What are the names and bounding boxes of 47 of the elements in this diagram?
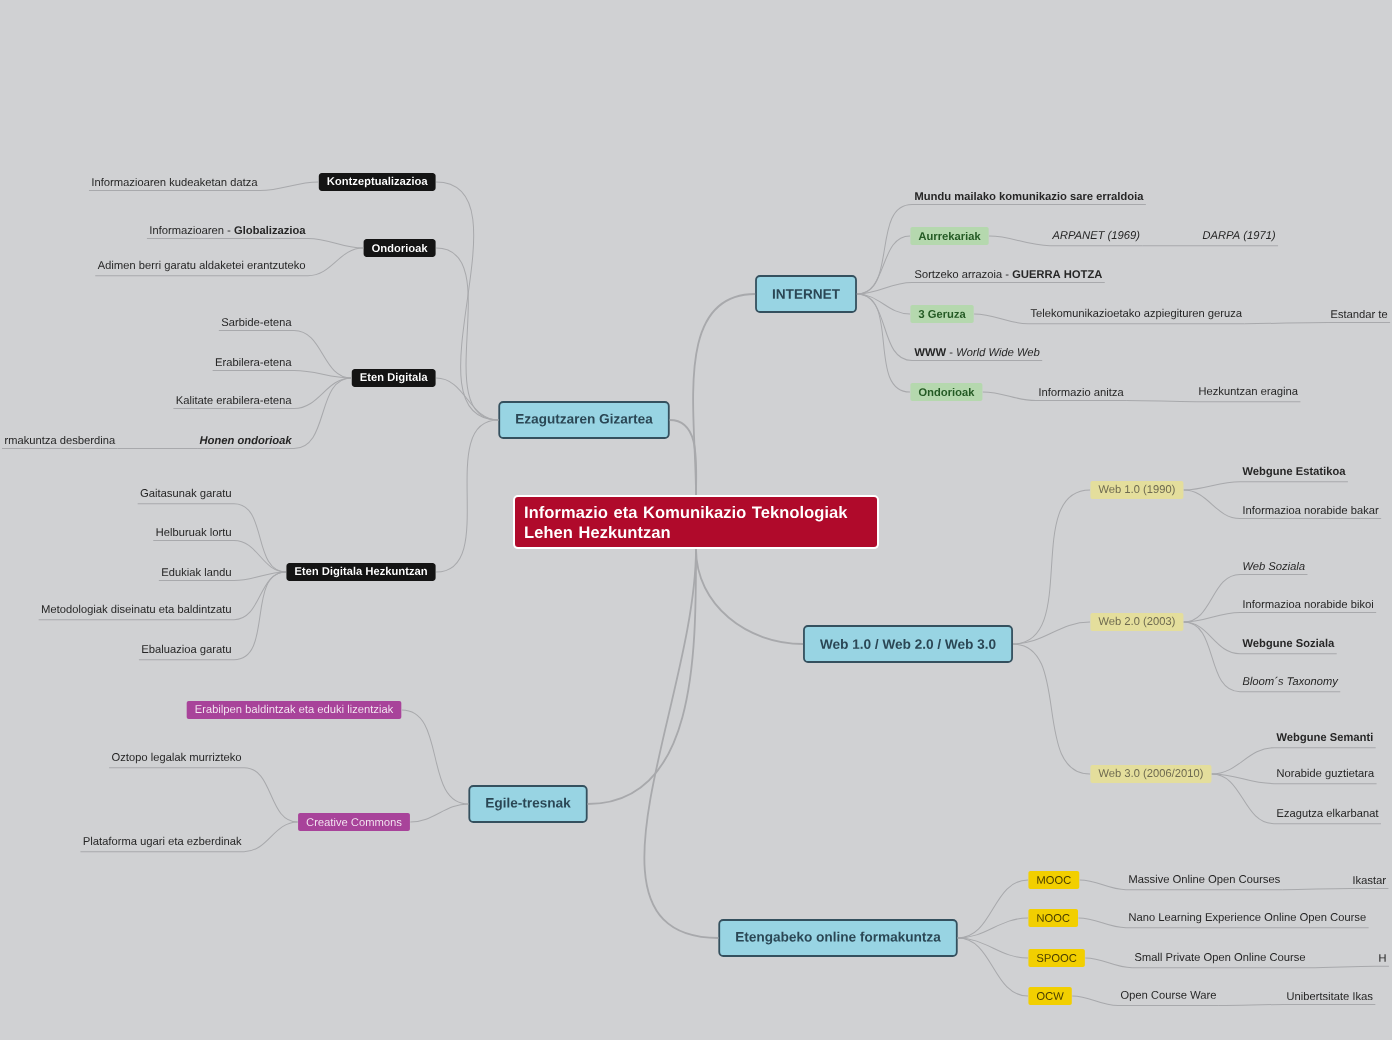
branch-line	[1218, 1004, 1285, 1006]
branch-line	[243, 821, 299, 853]
branch-line	[856, 282, 913, 295]
branch-line	[1012, 643, 1091, 775]
branch-line	[1244, 322, 1329, 325]
branch-line	[973, 313, 1029, 325]
branch-line	[259, 181, 319, 191]
branch-line	[1183, 612, 1241, 623]
branch-line	[409, 803, 469, 823]
branch-line	[1183, 481, 1241, 491]
branch-line	[1183, 489, 1241, 519]
branch-line	[307, 238, 364, 249]
branch-line	[856, 235, 911, 295]
branch-line	[1125, 400, 1197, 403]
branch-line	[233, 540, 287, 573]
branch-line	[1079, 879, 1127, 891]
branch-line	[435, 377, 499, 421]
branch-line	[1071, 995, 1119, 1006]
branch-line	[856, 293, 911, 393]
branch-line	[435, 419, 499, 573]
branch-line	[668, 419, 698, 496]
branch-line	[1012, 621, 1091, 645]
branch-line	[293, 377, 352, 409]
branch-line	[117, 448, 198, 449]
branch-line	[1077, 917, 1127, 929]
branch-line	[1211, 747, 1275, 775]
branch-line	[293, 370, 352, 379]
branch-line	[233, 571, 287, 621]
branch-line	[1183, 621, 1241, 693]
branch-line	[233, 571, 287, 582]
branch-line	[1307, 965, 1377, 969]
branch-line	[243, 767, 299, 823]
branch-line	[1282, 888, 1351, 891]
branch-line	[293, 377, 352, 449]
branch-line	[401, 709, 469, 805]
branch-line	[307, 247, 364, 277]
branch-line	[644, 548, 720, 939]
branch-line	[1211, 773, 1275, 785]
branch-line	[957, 917, 1029, 939]
branch-line	[988, 235, 1051, 247]
branch-line	[1183, 621, 1241, 655]
branch-line	[233, 571, 287, 661]
branch-line	[982, 391, 1037, 401]
topic-box: Informazio eta Komunikazio Teknologiak Lehen Hezkuntzan	[513, 494, 879, 550]
branch-line	[957, 937, 1029, 997]
branch-line	[1084, 957, 1133, 969]
branch-line	[1211, 773, 1275, 825]
